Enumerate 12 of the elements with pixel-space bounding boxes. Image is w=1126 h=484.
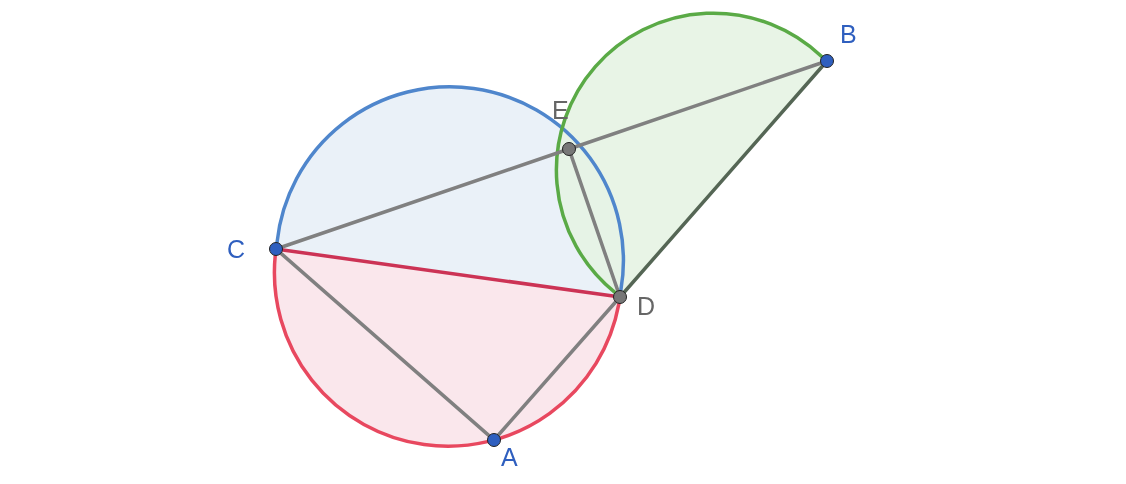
line-segment [281, 248, 615, 298]
line-segment [569, 153, 620, 293]
line-segment [622, 64, 825, 294]
point-label: D [637, 294, 656, 319]
line-segment [280, 149, 565, 249]
line-segment [279, 251, 491, 438]
line-segment [573, 61, 823, 149]
point-label: E [552, 98, 569, 123]
point-label: A [501, 445, 518, 470]
point-label: C [227, 237, 246, 262]
point-label: B [840, 22, 857, 47]
line-segment [496, 300, 618, 437]
